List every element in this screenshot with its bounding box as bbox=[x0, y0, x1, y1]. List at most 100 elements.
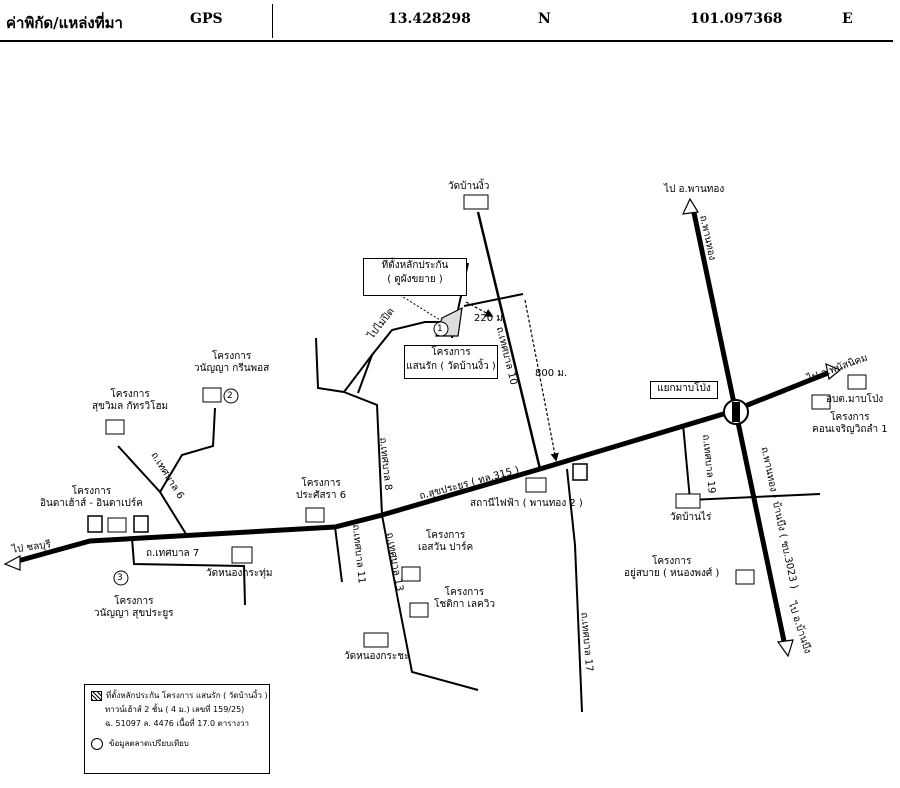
abt-mabpong-label: อบต.มาบโป่ง bbox=[826, 394, 884, 405]
wanyu3-line1: โครงการ bbox=[114, 596, 154, 607]
road-east-site bbox=[463, 293, 524, 307]
site-callout-line2: ( ดูผังขยาย ) bbox=[387, 274, 443, 285]
wat-nong-kracha-label: วัดหนองกระชะ bbox=[344, 651, 410, 662]
legend-row-site: ที่ตั้งหลักประกัน โครงการ แสนรัก ( วัดบ้… bbox=[91, 689, 268, 703]
road-to-site bbox=[357, 321, 446, 394]
yaek-mabpong-box: แยกมาบโป่ง bbox=[650, 381, 718, 399]
arrow-to-chonburi bbox=[3, 555, 21, 571]
longitude-direction: E bbox=[842, 11, 853, 27]
to-phanthong-label: ไป อ.พานทอง bbox=[664, 184, 725, 195]
site-callout-box: ที่ตั้งหลักประกัน ( ดูผังขยาย ) bbox=[363, 258, 467, 296]
marker-2: 2 bbox=[227, 391, 233, 401]
site-callout-line1: ที่ตั้งหลักประกัน bbox=[381, 260, 449, 271]
marker-3: 3 bbox=[117, 573, 123, 583]
wat-ban-rai-icon bbox=[675, 493, 701, 509]
station-house-icon bbox=[525, 477, 547, 493]
seven-eleven-icon-2 bbox=[572, 463, 588, 481]
road-thesaban-17 bbox=[566, 468, 583, 713]
station-label: สถานีไฟฟ้า ( พานทอง 2 ) bbox=[470, 498, 583, 509]
esan-line1: โครงการ bbox=[425, 530, 466, 541]
inthara-line2: อินดาเฮ้าส์ - อินดาเปร์ค bbox=[40, 498, 143, 509]
marker-3-circle bbox=[113, 570, 129, 586]
header-divider bbox=[272, 4, 273, 38]
prasat-line1: โครงการ bbox=[301, 478, 341, 489]
esan-label: โครงการ เอสวัน ปาร์ค bbox=[418, 530, 473, 554]
distance-800-label: 800 ม. bbox=[535, 368, 568, 379]
sukhum-label: โครงการ สุขวิมล กัทรวิโฮม bbox=[92, 389, 168, 413]
wanyu-house-icon bbox=[202, 387, 222, 403]
legend-row4: ข้อมูลตลาดเปรียบเทียบ bbox=[109, 739, 189, 748]
road-thesaban-10 bbox=[476, 211, 542, 470]
chotika-line1: โครงการ bbox=[444, 587, 485, 598]
yusabai-line2: อยู่สบาย ( หนองพงศ์ ) bbox=[624, 568, 720, 579]
wanyu-green-label: โครงการ วนัญญา กรีนพอส bbox=[194, 351, 269, 375]
map-legend: ที่ตั้งหลักประกัน โครงการ แสนรัก ( วัดบ้… bbox=[84, 684, 270, 774]
project-callout-line2: แสนรัก ( วัดบ้านงิ้ว ) bbox=[406, 361, 496, 372]
market-icon bbox=[87, 515, 103, 533]
road-wanyu-branch bbox=[159, 407, 216, 493]
wat-ban-ngiw-icon bbox=[463, 194, 489, 210]
wat-ban-ngiw-label: วัดบ้านงิ้ว bbox=[448, 181, 490, 192]
road-panthong-banbueng bbox=[690, 207, 788, 647]
legend-row-market: ข้อมูลตลาดเปรียบเทียบ bbox=[91, 737, 263, 751]
esan-house-icon bbox=[401, 566, 421, 582]
inthara-line1: โครงการ bbox=[71, 486, 112, 497]
longitude-value: 101.097368 bbox=[690, 11, 783, 27]
marker-1: 1 bbox=[437, 324, 443, 334]
hatch-swatch-icon bbox=[91, 690, 102, 701]
inthara-label: โครงการ อินดาเฮ้าส์ - อินดาเปร์ค bbox=[40, 486, 143, 510]
wanyu-sukha-label: โครงการ วนัญญา สุขประยูร bbox=[94, 596, 174, 620]
site-pointer-line bbox=[399, 294, 441, 321]
wanyu-line1: โครงการ bbox=[211, 351, 252, 362]
coordinate-label: ค่าพิกัด/แหล่งที่มา bbox=[6, 14, 123, 32]
chotika-house-icon bbox=[409, 602, 429, 618]
project-callout-box: โครงการ แสนรัก ( วัดบ้านงิ้ว ) bbox=[404, 345, 498, 379]
condo-label: โครงการ คอนเจริญวิถลำ 1 bbox=[812, 412, 888, 436]
traffic-light-body bbox=[732, 402, 740, 422]
wat-nong-kracha-icon bbox=[363, 632, 389, 648]
source-value: GPS bbox=[190, 11, 223, 27]
prasat-line2: ประศัสรา 6 bbox=[296, 490, 347, 501]
road-thesaban-7-label: ถ.เทศบาล 7 bbox=[146, 548, 200, 559]
seven-eleven-icon bbox=[133, 515, 149, 533]
prasat-house-icon bbox=[305, 507, 325, 523]
wanyu3-line2: วนัญญา สุขประยูร bbox=[94, 608, 174, 619]
esan-line2: เอสวัน ปาร์ค bbox=[418, 542, 474, 553]
wat-nong-krathum-icon bbox=[231, 546, 253, 564]
coordinate-header: ค่าพิกัด/แหล่งที่มา GPS 13.428298 N 101.… bbox=[0, 0, 893, 42]
arrow-to-phanat bbox=[825, 362, 842, 381]
condo-line2: คอนเจริญวิถลำ 1 bbox=[812, 424, 888, 435]
chotika-label: โครงการ โชติกา เลควิว bbox=[434, 587, 495, 611]
legend-row1: ที่ตั้งหลักประกัน โครงการ แสนรัก ( วัดบ้… bbox=[106, 691, 268, 700]
distance-800-line bbox=[524, 299, 559, 462]
sukhum-line2: สุขวิมล กัทรวิโฮม bbox=[92, 401, 169, 412]
sukhum-line1: โครงการ bbox=[110, 389, 150, 400]
wat-ban-rai-label: วัดบ้านไร่ bbox=[670, 512, 712, 523]
road-thesaban-8 bbox=[343, 391, 383, 516]
latitude-value: 13.428298 bbox=[388, 11, 471, 27]
wat-nong-krathum-label: วัดหนองกระทุ่ม bbox=[206, 568, 273, 579]
yusabai-house-icon bbox=[735, 569, 755, 585]
marker-1-circle bbox=[433, 321, 449, 337]
road-thesaban-13 bbox=[381, 514, 479, 691]
inthara-house-icon bbox=[107, 517, 127, 533]
prasat-label: โครงการ ประศัสรา 6 bbox=[296, 478, 346, 502]
distance-220-label: 220 ม. bbox=[474, 313, 507, 324]
yusabai-label: โครงการ อยู่สบาย ( หนองพงศ์ ) bbox=[624, 556, 719, 580]
project-callout-line1: โครงการ bbox=[431, 347, 471, 358]
sukhum-house-icon bbox=[105, 419, 125, 435]
latitude-direction: N bbox=[538, 11, 551, 27]
road-west-loop bbox=[315, 337, 373, 394]
condo-house-icon bbox=[811, 394, 831, 410]
road-thesaban-7 bbox=[131, 537, 246, 606]
arrow-to-phanthong bbox=[681, 197, 699, 215]
legend-row2: ทาวน์เฮ้าส์ 2 ชั้น ( 4 ม.) เลขที่ 159/25… bbox=[105, 705, 245, 714]
condo-line1: โครงการ bbox=[830, 412, 870, 423]
circle-marker-icon bbox=[91, 737, 103, 750]
abt-house-icon bbox=[847, 374, 867, 390]
yusabai-line1: โครงการ bbox=[651, 556, 692, 567]
legend-row3: ฉ. 51097 ล. 4476 เนื้อที่ 17.0 ตารางวา bbox=[105, 719, 249, 728]
road-thesaban-11 bbox=[334, 526, 343, 583]
chotika-line2: โชติกา เลควิว bbox=[434, 599, 495, 610]
